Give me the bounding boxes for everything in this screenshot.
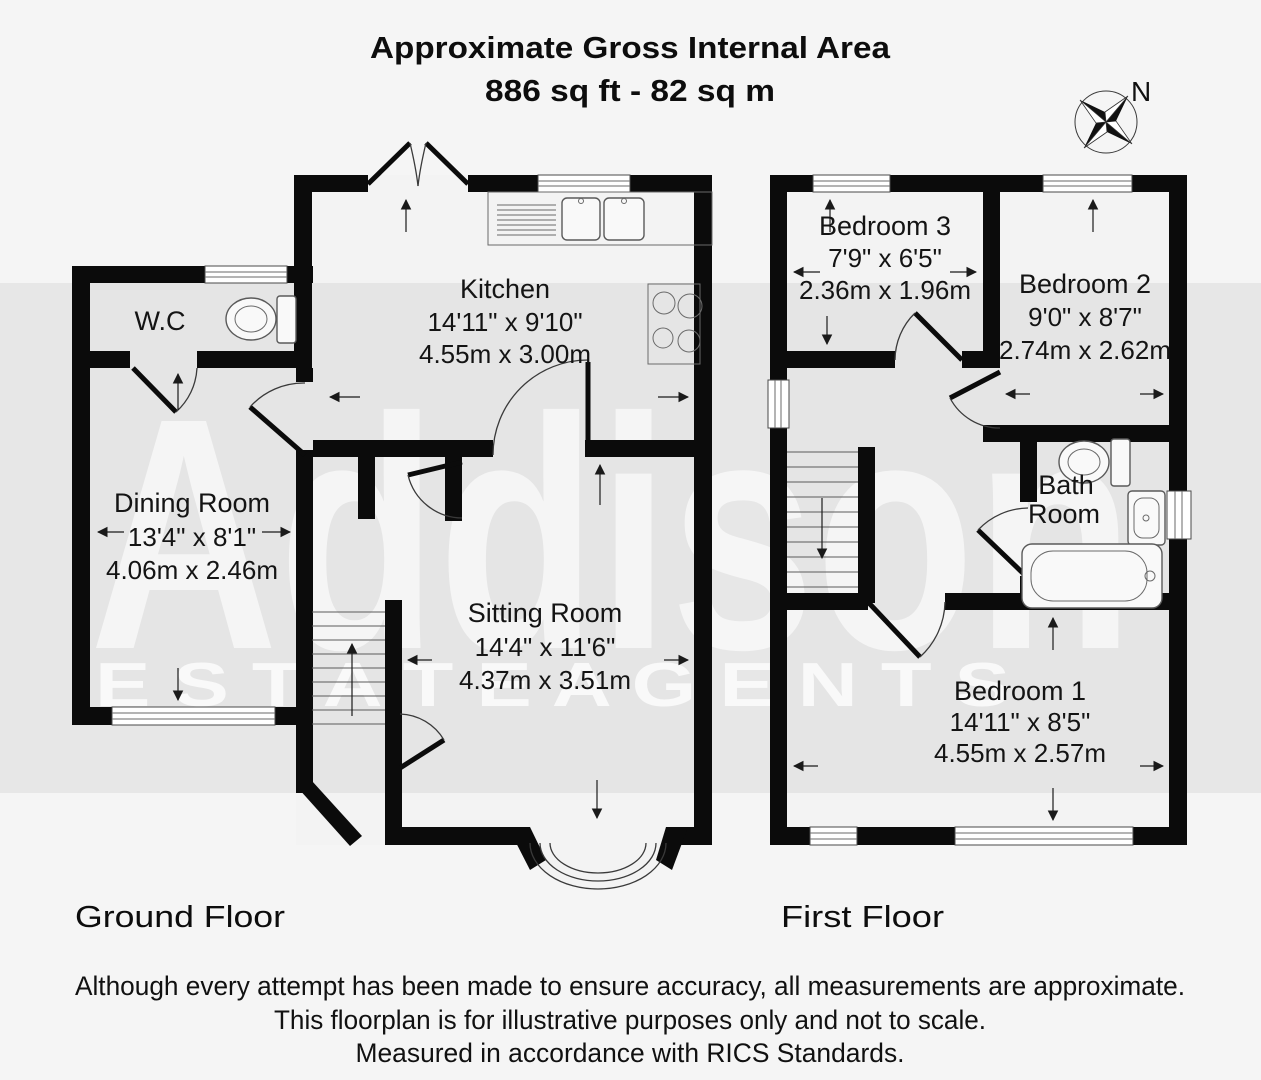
disclaimer-line2: This floorplan is for illustrative purpo… [274,1005,986,1035]
sitting-metric: 4.37m x 3.51m [459,665,631,695]
dining-window [111,706,276,726]
sitting-label: Sitting Room [468,598,623,628]
first-floor-footprint [770,175,1187,845]
kitchen-label: Kitchen [460,274,550,304]
bedroom2-window [1042,174,1133,193]
bedroom3-imperial: 7'9" x 6'5" [828,243,942,273]
footer-disclaimer: Although every attempt has been made to … [75,971,1185,1068]
bedroom2-label: Bedroom 2 [1019,269,1151,299]
room-fills [72,175,1187,889]
title-line1: Approximate Gross Internal Area [370,30,891,65]
kitchen-sitting-door [492,359,591,456]
bathroom-label-line1: Bath [1038,470,1094,500]
compass-rose: N [1074,76,1151,154]
compass-north-label: N [1131,76,1151,107]
first-floor-walls [770,175,1187,845]
bedroom3-window [812,174,891,193]
ground-floor-labels: W.C Kitchen 14'11" x 9'10" 4.55m x 3.00m… [106,274,631,695]
first-floor-labels: Bedroom 3 7'9" x 6'5" 2.36m x 1.96m Bedr… [799,211,1171,768]
ground-floor-windows [111,174,667,890]
compass-star [1079,95,1133,149]
ground-floor-stairs [312,611,385,725]
bedroom3-metric: 2.36m x 1.96m [799,275,971,305]
bay-window [529,842,667,890]
wc-label: W.C [135,306,186,336]
kitchen-entry-double-door [366,141,470,187]
wc-door [131,366,198,414]
kitchen-sink-counter [487,191,713,246]
ground-floor-measure-arrows [96,198,690,820]
dining-imperial: 13'4" x 8'1" [128,522,256,552]
kitchen-window [537,174,631,193]
watermark: Addison E S T A T E A G E N T S [90,349,1135,720]
disclaimer-line3: Measured in accordance with RICS Standar… [356,1038,905,1068]
bedroom1-window-large [954,826,1134,846]
bathroom-label-line2: Room [1028,499,1100,529]
bedroom1-imperial: 14'11" x 8'5" [950,707,1091,737]
first-floor-fixtures [1021,438,1166,609]
bathroom-window [1166,490,1192,540]
wc-toilet [225,295,297,344]
bathroom-door [976,507,1030,580]
ground-floor-plan: W.C Kitchen 14'11" x 9'10" 4.55m x 3.00m… [72,141,713,890]
kitchen-imperial: 14'11" x 9'10" [427,307,582,337]
bedroom2-imperial: 9'0" x 8'7" [1028,302,1142,332]
bedroom3-label: Bedroom 3 [819,211,951,241]
floor-captions: Ground Floor First Floor [75,899,944,934]
first-floor-plan: Bedroom 3 7'9" x 6'5" 2.36m x 1.96m Bedr… [767,174,1192,846]
ground-floor-fixtures [225,191,713,365]
ground-floor-footprint [72,175,712,845]
wc-window [204,265,288,284]
first-floor-windows [767,174,1192,846]
sitting-imperial: 14'4" x 11'6" [475,632,616,662]
ground-floor-walls [72,175,712,870]
bedroom3-door [894,311,964,362]
kitchen-metric: 4.55m x 3.00m [419,339,591,369]
compass-circle [1074,90,1138,154]
landing-window [767,379,790,429]
dining-metric: 4.06m x 2.46m [106,555,278,585]
front-door [398,713,446,771]
ground-floor-doors [131,141,591,771]
bedroom2-metric: 2.74m x 2.62m [999,335,1171,365]
kitchen-stove [647,283,703,365]
bedroom1-metric: 4.55m x 2.57m [934,738,1106,768]
first-floor-doors [866,311,1030,659]
hall-cupboard-door [407,459,463,519]
ground-floor-caption: Ground Floor [75,899,285,934]
dining-door [248,382,307,457]
dining-label: Dining Room [114,488,270,518]
bathroom-toilet [1058,438,1131,487]
first-floor-caption: First Floor [781,899,944,934]
title: Approximate Gross Internal Area 886 sq f… [370,30,891,108]
bay-window-footprint [530,843,666,889]
bedroom2-door [948,369,1002,429]
bathroom-bathtub [1021,543,1163,609]
bedroom1-label: Bedroom 1 [954,676,1086,706]
disclaimer-line1: Although every attempt has been made to … [75,971,1185,1001]
first-floor-measure-arrows [792,198,1165,822]
watermark-name: Addison [90,349,1135,718]
bedroom1-door [866,600,946,659]
first-floor-stairs [787,451,858,588]
bedroom1-window-small [809,826,858,846]
title-line2: 886 sq ft - 82 sq m [485,73,775,108]
bathroom-sink [1127,490,1166,546]
